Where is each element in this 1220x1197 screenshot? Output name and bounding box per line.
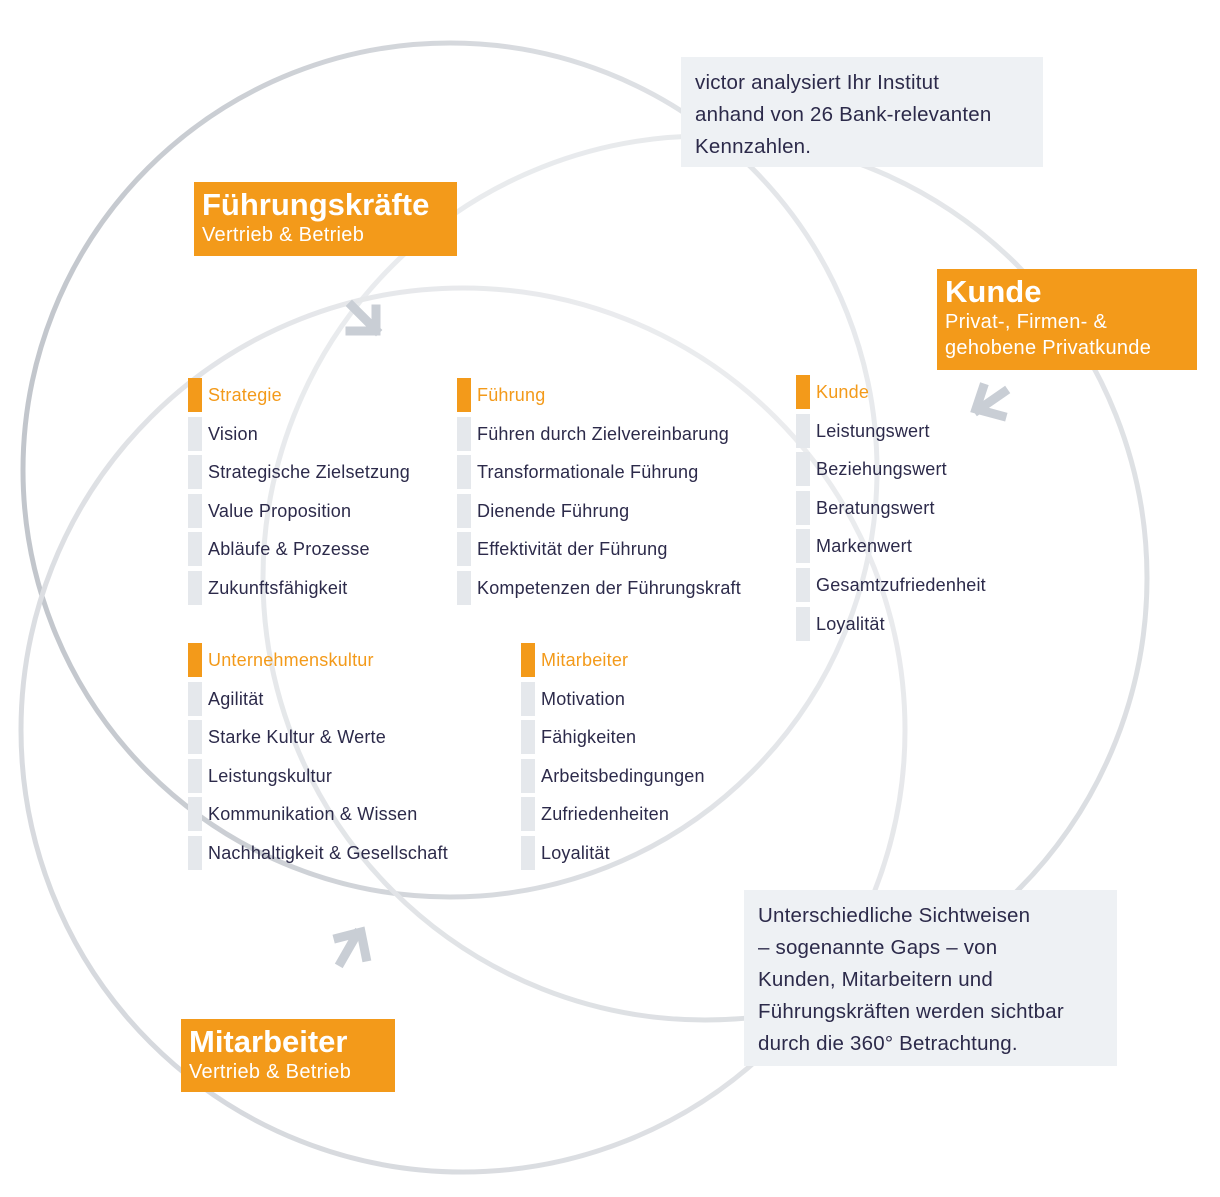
group-item: Beziehungswert bbox=[796, 451, 986, 490]
group-strategie: Strategie Vision Strategische Zielsetzun… bbox=[188, 377, 410, 609]
tag-title: Mitarbeiter bbox=[189, 1024, 348, 1059]
group-item: Beratungswert bbox=[796, 490, 986, 529]
group-heading: Strategie bbox=[188, 377, 410, 416]
group-unternehmenskultur: Unternehmenskultur Agilität Starke Kultu… bbox=[188, 642, 448, 874]
arrow-down-left-icon bbox=[970, 382, 1011, 422]
tag-fuehrungskraefte: Führungskräfte Vertrieb & Betrieb bbox=[194, 182, 457, 256]
tag-title: Führungskräfte bbox=[202, 187, 430, 222]
group-item: Kommunikation & Wissen bbox=[188, 796, 448, 835]
group-item: Loyalität bbox=[521, 835, 705, 874]
group-heading: Unternehmenskultur bbox=[188, 642, 448, 681]
tag-subtitle-line1: Privat-, Firmen- & bbox=[945, 311, 1108, 333]
note-line: Kunden, Mitarbeitern und bbox=[758, 968, 994, 991]
group-item: Abläufe & Prozesse bbox=[188, 531, 410, 570]
group-item: Nachhaltigkeit & Gesellschaft bbox=[188, 835, 448, 874]
note-line: Unterschiedliche Sichtweisen bbox=[758, 904, 1031, 927]
group-item: Arbeitsbedingungen bbox=[521, 758, 705, 797]
group-heading: Führung bbox=[457, 377, 741, 416]
note-line: durch die 360° Betrachtung. bbox=[758, 1032, 1018, 1055]
arrow-up-right-icon bbox=[332, 926, 372, 969]
group-item: Effektivität der Führung bbox=[457, 531, 741, 570]
group-kunde: Kunde Leistungswert Beziehungswert Berat… bbox=[796, 374, 986, 644]
note-line: – sogenannte Gaps – von bbox=[758, 936, 998, 959]
tag-kunde: Kunde Privat-, Firmen- & gehobene Privat… bbox=[937, 269, 1197, 370]
group-item: Starke Kultur & Werte bbox=[188, 719, 448, 758]
tag-mitarbeiter: Mitarbeiter Vertrieb & Betrieb bbox=[181, 1019, 395, 1092]
tag-subtitle: Vertrieb & Betrieb bbox=[189, 1061, 352, 1083]
note-line: Führungskräften werden sichtbar bbox=[758, 1000, 1064, 1023]
group-heading: Kunde bbox=[796, 374, 986, 413]
tag-subtitle: Vertrieb & Betrieb bbox=[202, 224, 365, 246]
group-item: Leistungswert bbox=[796, 413, 986, 452]
group-item: Zukunftsfähigkeit bbox=[188, 570, 410, 609]
note-gaps: Unterschiedliche Sichtweisen – sogenannt… bbox=[744, 890, 1117, 1066]
group-item: Vision bbox=[188, 416, 410, 455]
group-item: Loyalität bbox=[796, 606, 986, 645]
note-line: victor analysiert Ihr Institut bbox=[695, 71, 940, 94]
note-analysis: victor analysiert Ihr Institut anhand vo… bbox=[681, 57, 1043, 167]
group-item: Leistungskultur bbox=[188, 758, 448, 797]
group-item: Motivation bbox=[521, 681, 705, 720]
group-item: Transformationale Führung bbox=[457, 454, 741, 493]
tag-subtitle-line2: gehobene Privatkunde bbox=[945, 337, 1152, 359]
group-heading: Mitarbeiter bbox=[521, 642, 705, 681]
group-item: Value Proposition bbox=[188, 493, 410, 532]
circle-mitarbeiter bbox=[18, 285, 908, 1175]
group-item: Führen durch Zielvereinbarung bbox=[457, 416, 741, 455]
group-mitarbeiter: Mitarbeiter Motivation Fähigkeiten Arbei… bbox=[521, 642, 705, 874]
group-item: Strategische Zielsetzung bbox=[188, 454, 410, 493]
arrow-down-right-icon bbox=[345, 299, 383, 337]
group-item: Fähigkeiten bbox=[521, 719, 705, 758]
group-item: Markenwert bbox=[796, 528, 986, 567]
group-item: Gesamtzufriedenheit bbox=[796, 567, 986, 606]
tag-title: Kunde bbox=[945, 274, 1042, 309]
note-line: anhand von 26 Bank-relevanten bbox=[695, 103, 992, 126]
group-item: Agilität bbox=[188, 681, 448, 720]
group-item: Dienende Führung bbox=[457, 493, 741, 532]
group-item: Kompetenzen der Führungskraft bbox=[457, 570, 741, 609]
note-line: Kennzahlen. bbox=[695, 135, 812, 158]
group-item: Zufriedenheiten bbox=[521, 796, 705, 835]
group-fuehrung: Führung Führen durch Zielvereinbarung Tr… bbox=[457, 377, 741, 609]
circle-fuehrungskraefte bbox=[20, 40, 880, 900]
